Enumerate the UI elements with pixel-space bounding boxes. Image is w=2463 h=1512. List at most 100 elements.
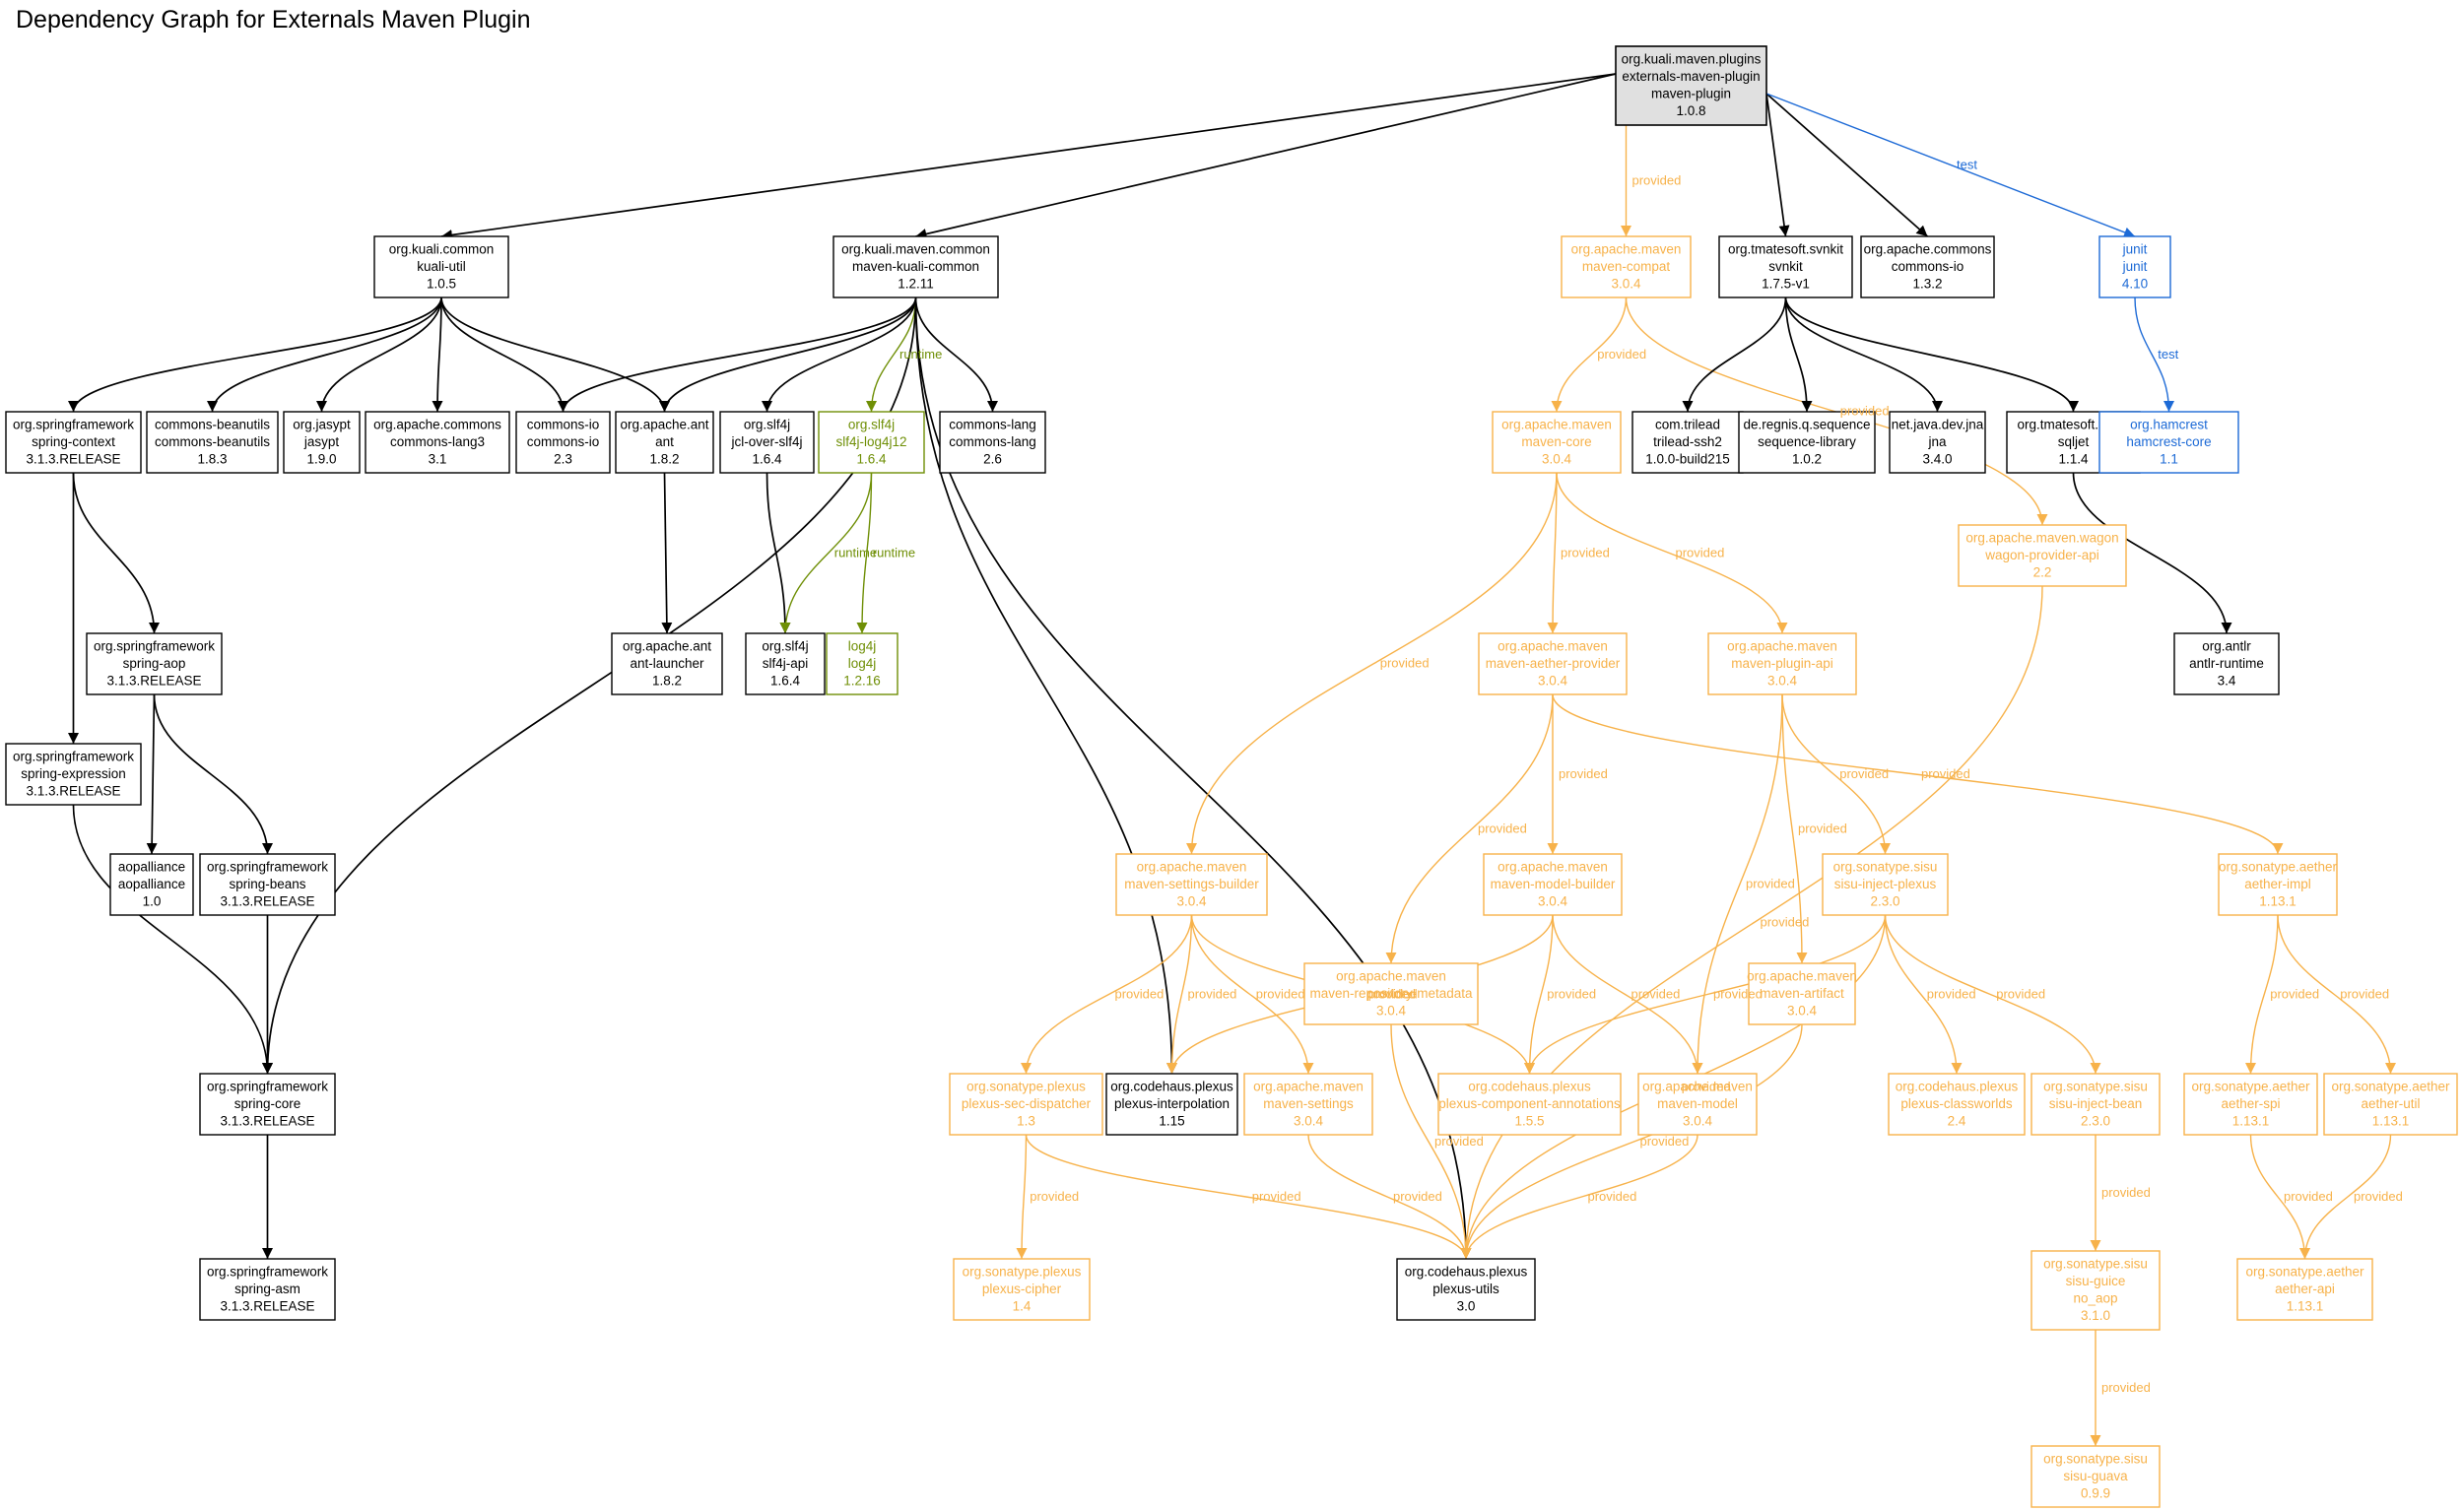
node-label-line: 3.4.0 [1922, 451, 1952, 466]
edge-maven-kuali-common-to-ant [659, 296, 917, 413]
node-spring-beans: org.springframeworkspring-beans3.1.3.REL… [199, 853, 336, 916]
node-box [719, 411, 815, 474]
node-label-line: org.sonatype.aether [2331, 1079, 2450, 1093]
node-label-line: 2.2 [2033, 564, 2052, 579]
node-label-line: 3.1.3.RELEASE [106, 673, 201, 688]
edge-root-to-kuali-util [440, 73, 1617, 240]
node-box [373, 235, 509, 298]
node-root: org.kuali.maven.pluginsexternals-maven-p… [1615, 45, 1767, 126]
node-label-line: 2.6 [983, 451, 1002, 466]
node-label-line: junit [2122, 259, 2148, 274]
node-box [2236, 1258, 2373, 1321]
node-label-line: 3.0.4 [1683, 1113, 1713, 1128]
edge-maven-plugin-api-to-sisu-inject-plexus [1781, 693, 1891, 855]
node-label-line: maven-model [1657, 1096, 1738, 1111]
node-label-line: hamcrest-core [2126, 434, 2211, 449]
node-label-line: org.apache.maven [1571, 241, 1682, 256]
node-label-line: sequence-library [1758, 434, 1856, 449]
node-wagon-provider-api: org.apache.maven.wagonwagon-provider-api… [1958, 524, 2127, 587]
edge-maven-core-to-maven-settings-builder [1186, 472, 1558, 855]
node-label-line: sisu-inject-plexus [1834, 877, 1937, 891]
node-label-line: plexus-utils [1432, 1282, 1499, 1296]
node-box [826, 632, 899, 695]
node-label-line: maven-artifact [1760, 986, 1844, 1001]
edge-ant-to-ant-launcher [661, 472, 673, 634]
edge-label: test [1957, 158, 1977, 172]
node-label-line: externals-maven-plugin [1622, 69, 1760, 84]
node-spring-aop: org.springframeworkspring-aop3.1.3.RELEA… [86, 632, 223, 695]
node-label-line: 1.15 [1159, 1113, 1184, 1128]
node-label-line: org.apache.maven [1498, 638, 1608, 653]
node-label-line: org.codehaus.plexus [1405, 1264, 1528, 1279]
node-label-line: 1.0.8 [1676, 103, 1705, 118]
node-label-line: 3.4 [2218, 673, 2236, 688]
node-label-line: 1.3.2 [1912, 276, 1942, 291]
node-maven-repository-metadata: org.apache.mavenmaven-repository-metadat… [1303, 962, 1479, 1025]
edge-slf4j-log4j12-to-slf4j-api [779, 472, 873, 634]
node-label-line: 2.4 [1948, 1113, 1966, 1128]
node-label-line: 1.0.0-build215 [1645, 451, 1730, 466]
node-label-line: sisu-guice [2066, 1274, 2126, 1288]
nodes-layer: org.kuali.maven.pluginsexternals-maven-p… [5, 45, 2458, 1508]
node-label-line: org.apache.commons [373, 417, 501, 431]
node-label-line: com.trilead [1655, 417, 1720, 431]
edge-wagon-provider-api-to-plexus-utils [1460, 585, 2043, 1260]
edge-label: runtime [834, 546, 877, 560]
node-spring-core: org.springframeworkspring-core3.1.3.RELE… [199, 1073, 336, 1136]
edge-label: provided [1761, 915, 1810, 930]
node-label-line: commons-io [1892, 259, 1964, 274]
node-box [1478, 632, 1628, 695]
node-box [745, 632, 826, 695]
node-label-line: 1.13.1 [2232, 1113, 2270, 1128]
edge-aether-impl-to-aether-spi [2245, 914, 2279, 1075]
node-label-line: jna [1927, 434, 1947, 449]
edge-label: provided [1996, 987, 2045, 1002]
edge-maven-kuali-common-to-jcl-over-slf4j [762, 296, 917, 413]
node-spring-asm: org.springframeworkspring-asm3.1.3.RELEA… [199, 1258, 336, 1321]
edge-label: runtime [873, 546, 915, 560]
edge-label: provided [2101, 1380, 2151, 1395]
edge-kuali-util-to-commons-beanutils [207, 296, 442, 413]
node-label-line: org.apache.maven [1747, 968, 1857, 983]
node-label-line: org.apache.ant [623, 638, 711, 653]
node-label-line: 3.0.4 [1294, 1113, 1324, 1128]
edge-spring-aop-to-spring-beans [153, 693, 273, 855]
node-label-line: org.slf4j [848, 417, 895, 431]
edge-label: provided [1640, 1134, 1690, 1149]
edge-maven-kuali-common-to-plexus-interpolation [914, 296, 1177, 1075]
edge-root-to-maven-kuali-common [915, 73, 1617, 239]
edge-maven-plugin-api-to-maven-model [1692, 693, 1783, 1075]
node-box [953, 1258, 1091, 1321]
edge-maven-aether-provider-to-maven-repository-metadata [1385, 693, 1554, 964]
edge-plexus-sec-dispatcher-to-plexus-utils [1025, 1134, 1472, 1260]
node-label-line: 3.0 [1457, 1298, 1476, 1313]
edge-label: provided [1682, 1080, 1731, 1094]
edge-label: provided [1921, 766, 1970, 781]
node-box [1718, 235, 1853, 298]
node-box [949, 1073, 1103, 1136]
node-box [818, 411, 925, 474]
node-label-line: maven-model-builder [1491, 877, 1616, 891]
edge-label: provided [1252, 1189, 1301, 1204]
node-box [1707, 632, 1857, 695]
edge-kuali-util-to-spring-context [68, 296, 442, 413]
edge-spring-expression-to-spring-core [72, 804, 273, 1075]
node-label-line: maven-repository-metadata [1309, 986, 1473, 1001]
node-box [199, 1258, 336, 1321]
node-plexus-interpolation: org.codehaus.plexusplexus-interpolation1… [1105, 1073, 1238, 1136]
node-label-line: maven-settings-builder [1124, 877, 1259, 891]
node-box [611, 632, 723, 695]
edge-maven-settings-builder-to-plexus-interpolation [1166, 914, 1193, 1075]
node-label-line: jasypt [303, 434, 340, 449]
edge-label: provided [1380, 656, 1430, 671]
